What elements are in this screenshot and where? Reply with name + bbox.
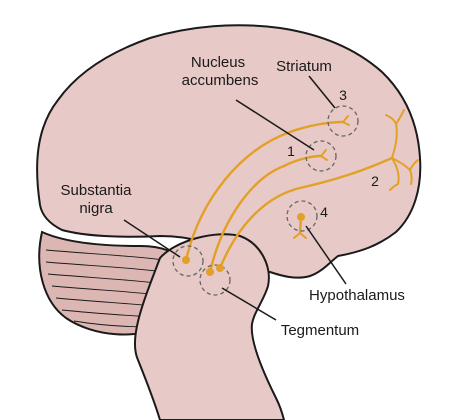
label-nucleus-accumbens-line2: accumbens: [182, 72, 259, 89]
label-striatum: Striatum: [276, 58, 332, 75]
ring-striatum: [327, 105, 359, 137]
cell-tegmentum-b: [216, 264, 224, 272]
leader-hypothalamus: [305, 225, 347, 285]
cerebrum: [36, 24, 422, 279]
number-hypothalamus: 4: [320, 204, 328, 220]
number-nucleus-accumbens: 1: [287, 143, 295, 159]
cortex-terminal: [385, 109, 419, 191]
label-substantia-nigra-line1: Substantia: [61, 182, 133, 199]
brainstem: [133, 233, 286, 420]
label-hypothalamus: Hypothalamus: [309, 287, 405, 304]
ring-nucleus-accumbens: [305, 140, 337, 172]
leader-tegmentum: [221, 287, 277, 321]
dopamine-cell-bodies: [182, 213, 305, 276]
label-tegmentum: Tegmentum: [281, 322, 359, 339]
number-cortex: 2: [371, 173, 379, 189]
label-substantia-nigra-line2: nigra: [79, 200, 113, 217]
pathway-mesocortical: [218, 156, 394, 270]
label-nucleus-accumbens-line1: Nucleus: [191, 54, 245, 71]
target-rings: [172, 105, 359, 296]
ring-substantia-nigra: [172, 245, 204, 277]
pathway-endings: [293, 115, 350, 239]
leader-striatum: [308, 75, 336, 109]
cell-hypothalamus: [297, 213, 305, 221]
ring-tegmentum: [199, 264, 231, 296]
cell-tegmentum-a: [206, 268, 214, 276]
leader-lines: [123, 75, 347, 321]
pathway-nigrostriatal: [184, 120, 345, 262]
leader-substantia-nigra: [123, 219, 181, 258]
cell-substantia-nigra: [182, 256, 190, 264]
pathway-mesolimbic: [208, 154, 323, 274]
leader-nucleus-accumbens: [235, 99, 315, 151]
ring-hypothalamus: [286, 200, 318, 232]
number-striatum: 3: [339, 87, 347, 103]
